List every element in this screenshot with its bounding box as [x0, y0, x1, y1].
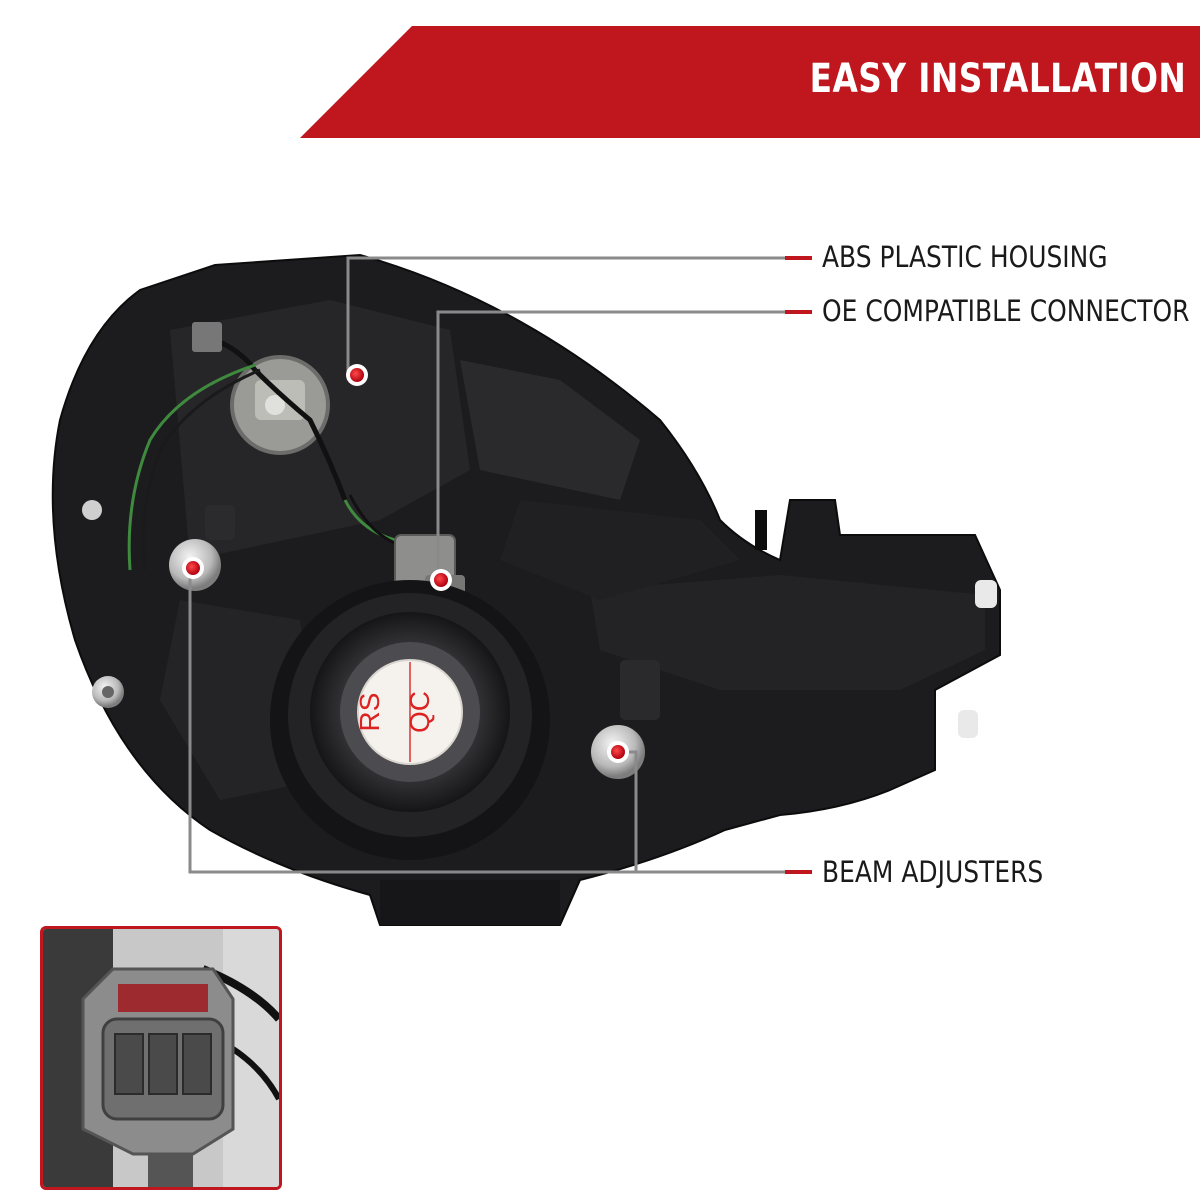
- callout-markers: [182, 364, 629, 763]
- connector-closeup-image: [43, 929, 279, 1187]
- connector-closeup-inset: [40, 926, 282, 1190]
- header-banner: EASY INSTALLATION: [300, 26, 1200, 138]
- screws: [82, 500, 124, 708]
- callout-abs-housing: ABS PLASTIC HOUSING: [822, 240, 1108, 274]
- projector-lens: RS QC: [270, 580, 550, 860]
- banner-title: EASY INSTALLATION: [809, 56, 1186, 102]
- bulb-socket: [230, 355, 330, 455]
- sticker-text-rs: RS: [354, 693, 385, 732]
- callout-oe-connector: OE COMPATIBLE CONNECTOR: [822, 294, 1190, 328]
- callout-beam-adjusters: BEAM ADJUSTERS: [822, 855, 1044, 889]
- wiring: [127, 322, 401, 571]
- leader-line-caps: [785, 256, 812, 874]
- sticker-text-qc: QC: [404, 691, 435, 733]
